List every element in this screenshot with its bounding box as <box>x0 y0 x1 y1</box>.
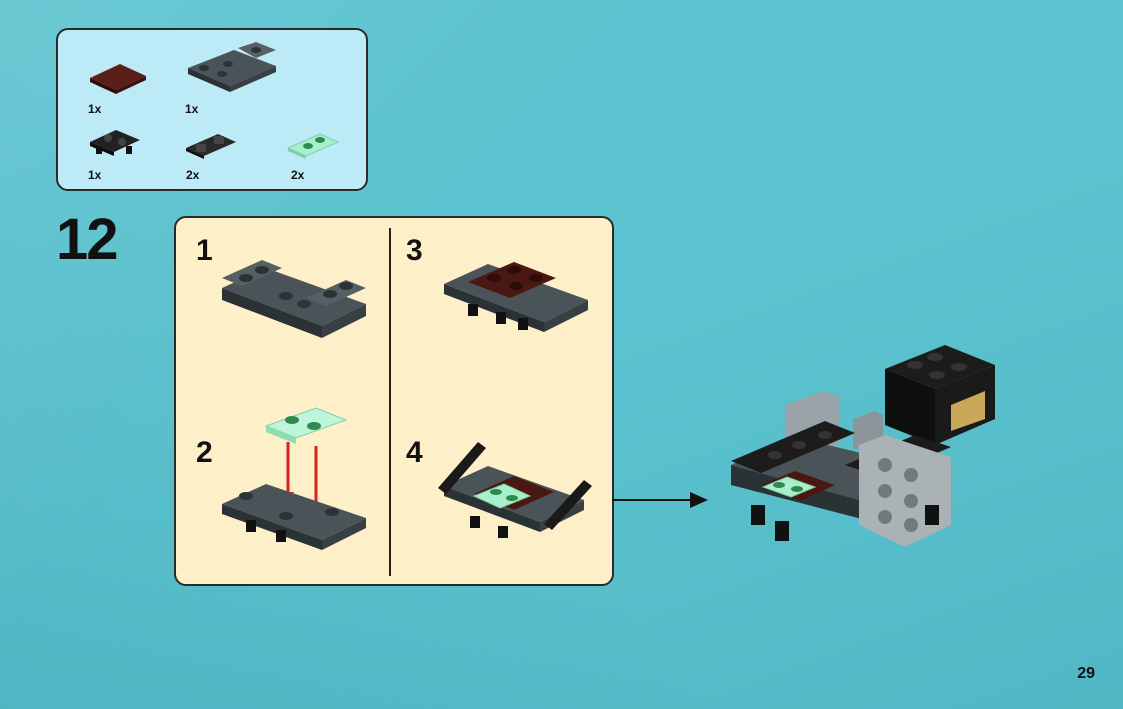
step-number: 12 <box>56 206 117 273</box>
parts-list-box: 1x 1x 1x 2x 2x <box>56 28 368 191</box>
part-2-quantity: 1x <box>185 102 198 116</box>
part-5-quantity: 2x <box>291 168 304 182</box>
dark-grey-slope-part <box>184 42 280 94</box>
trans-green-plate-part <box>286 130 342 160</box>
substep-2-illustration <box>216 404 376 564</box>
substep-4-number: 4 <box>406 436 423 470</box>
substep-4-illustration <box>434 440 594 560</box>
substep-1-illustration <box>216 248 376 348</box>
page-number: 29 <box>1077 665 1095 683</box>
substep-3-illustration <box>438 248 598 348</box>
substep-divider <box>389 228 391 576</box>
substep-panel: 1 2 3 4 <box>174 216 614 586</box>
step-result-arrow <box>612 488 712 512</box>
substep-1-number: 1 <box>196 234 213 268</box>
part-4-quantity: 2x <box>186 168 199 182</box>
assembled-model-illustration <box>715 325 1005 565</box>
reddish-brown-plate-part <box>86 60 150 96</box>
black-clip-plate-part <box>88 126 144 160</box>
part-1-quantity: 1x <box>88 102 101 116</box>
substep-2-number: 2 <box>196 436 213 470</box>
part-3-quantity: 1x <box>88 168 101 182</box>
black-clip-tile-part <box>184 130 240 160</box>
substep-3-number: 3 <box>406 234 423 268</box>
